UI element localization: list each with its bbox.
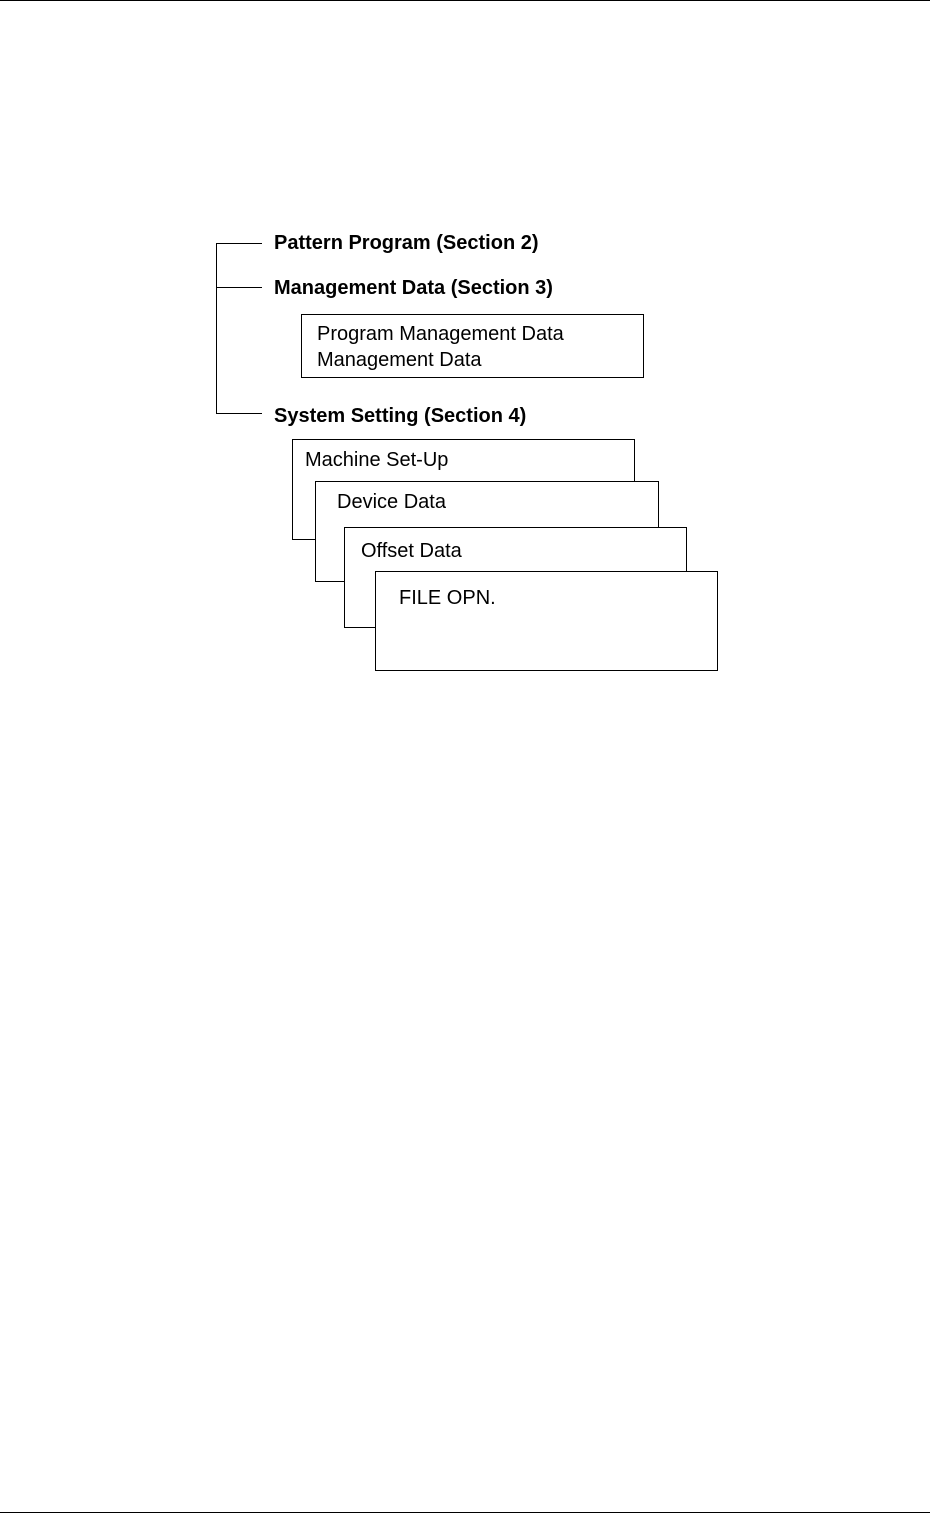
- heading-management-data: Management Data (Section 3): [274, 276, 553, 300]
- branch-line-pattern-program: [216, 243, 262, 244]
- card-file-opn: FILE OPN.: [375, 571, 718, 671]
- card-label: Device Data: [337, 491, 446, 513]
- branch-line-management-data: [216, 287, 262, 288]
- card-label: Offset Data: [361, 540, 462, 562]
- management-item-program: Program Management Data: [317, 321, 643, 347]
- bottom-rule: [0, 1512, 930, 1513]
- heading-pattern-program: Pattern Program (Section 2): [274, 231, 539, 255]
- heading-system-setting: System Setting (Section 4): [274, 404, 526, 428]
- bracket-vertical-line: [216, 243, 217, 414]
- top-rule: [0, 0, 930, 1]
- card-label: Machine Set-Up: [305, 449, 448, 471]
- management-data-box: Program Management Data Management Data: [301, 314, 644, 378]
- branch-line-system-setting: [216, 413, 262, 414]
- card-label: FILE OPN.: [399, 587, 496, 609]
- management-item-management: Management Data: [317, 347, 643, 373]
